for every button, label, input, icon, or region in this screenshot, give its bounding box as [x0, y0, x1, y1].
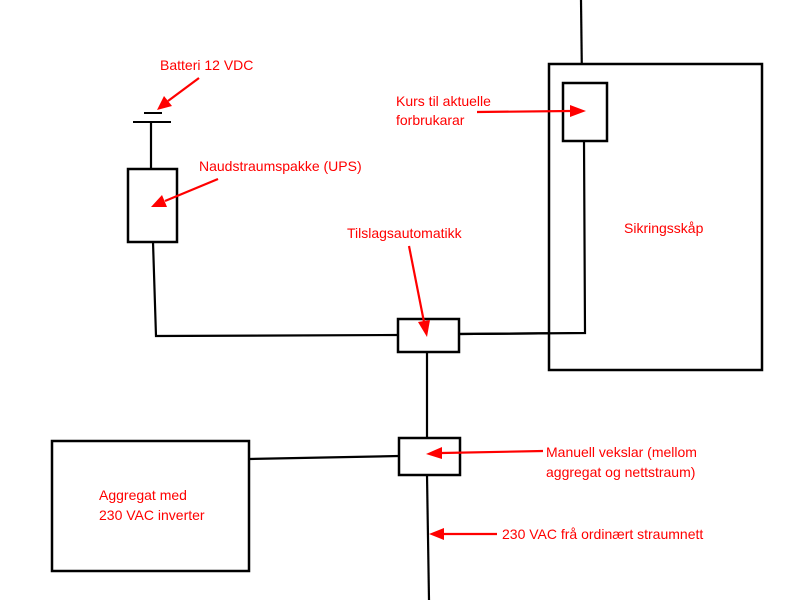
arrow-grid: [429, 528, 497, 540]
label-auto-switch: Tilslagsautomatikk: [347, 225, 463, 241]
label-generator-line2: 230 VAC inverter: [99, 507, 205, 523]
wire-ups-to-auto: [151, 241, 400, 338]
arrow-auto-switch: [407, 245, 430, 337]
label-battery: Batteri 12 VDC: [160, 57, 253, 73]
label-circuit-line1: Kurs til aktuelle: [396, 93, 491, 109]
wire-generator-to-manual: [248, 454, 400, 461]
arrow-circuit: [476, 105, 586, 117]
label-manual-switch-line2: aggregat og nettstraum): [546, 464, 695, 480]
wire-circuit-to-auto-overlay: [457, 139, 587, 336]
manual-switch-box: [397, 436, 462, 477]
label-fuse-box: Sikringsskåp: [624, 220, 704, 236]
wire-grid: [425, 474, 431, 600]
generator-box: [50, 439, 251, 573]
label-generator-line1: Aggregat med: [99, 487, 187, 503]
label-circuit-line2: forbrukarar: [396, 112, 465, 128]
arrow-battery: [157, 77, 200, 110]
label-grid: 230 VAC frå ordinært straumnett: [502, 526, 703, 542]
label-ups: Naudstraumspakke (UPS): [199, 158, 362, 174]
arrow-ups: [151, 177, 219, 207]
arrow-manual-switch: [426, 447, 544, 459]
label-manual-switch-line1: Manuell vekslar (mellom: [546, 444, 697, 460]
